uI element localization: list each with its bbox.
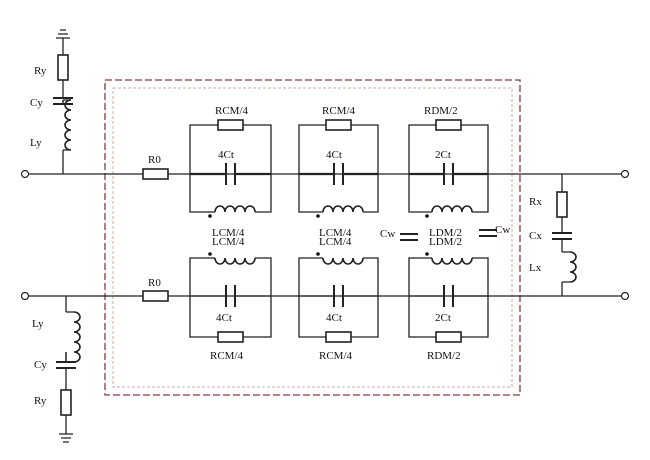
label-cw-right: Cw <box>495 224 510 236</box>
label-block2-bot-c: 4Ct <box>326 312 342 324</box>
label-ly-top: Ly <box>30 137 42 149</box>
label-block3-top-r: RDM/2 <box>424 105 458 117</box>
label-ry-bottom: Ry <box>34 395 47 407</box>
label-block3-bot-c: 2Ct <box>435 312 451 324</box>
block3-bottom-resistor <box>435 331 462 343</box>
block3-bottom-inductor <box>431 257 473 265</box>
block1-bottom-resistor <box>217 331 244 343</box>
block-3 <box>400 119 497 343</box>
label-block2-top-r: RCM/4 <box>322 105 356 117</box>
block2-bottom-capacitor <box>333 285 344 307</box>
block3-top-capacitor <box>443 163 454 185</box>
label-cy-bottom: Cy <box>34 359 47 371</box>
label-block3-l-b: LDM/2 <box>429 236 462 248</box>
label-ry-top: Ry <box>34 65 47 77</box>
lx-inductor <box>569 251 577 283</box>
label-cx: Cx <box>529 230 542 242</box>
r0-bottom-resistor <box>142 290 169 302</box>
label-r0-bottom: R0 <box>148 277 161 289</box>
y-branch-top <box>53 29 73 174</box>
r0-top-resistor <box>142 168 169 180</box>
cx-capacitor <box>552 232 572 240</box>
block2-bottom-resistor <box>325 331 352 343</box>
cw-left-capacitor <box>400 233 418 241</box>
label-block1-top-c: 4Ct <box>218 149 234 161</box>
ry-top-resistor <box>57 54 69 81</box>
block1-top-capacitor <box>225 163 236 185</box>
block3-bottom-capacitor <box>443 285 454 307</box>
rx-resistor <box>556 191 568 218</box>
y-branch-bottom <box>56 296 81 443</box>
ground-bottom <box>59 433 73 443</box>
label-block2-bot-r: RCM/4 <box>319 350 353 362</box>
block2-bottom-inductor <box>322 257 364 265</box>
label-block3-top-c: 2Ct <box>435 149 451 161</box>
block3-top-inductor <box>431 205 473 213</box>
label-ly-bottom: Ly <box>32 318 44 330</box>
block1-top-resistor <box>217 119 244 131</box>
block1-bottom-inductor <box>214 257 256 265</box>
label-cw-left: Cw <box>380 228 395 240</box>
block1-top-inductor <box>214 205 256 213</box>
ground-top <box>56 29 70 39</box>
label-rx: Rx <box>529 196 542 208</box>
label-block2-l-a: LCM/4 <box>319 227 352 239</box>
label-block1-bot-c: 4Ct <box>216 312 232 324</box>
terminal-bottom-right <box>620 291 630 301</box>
label-r0-top: R0 <box>148 154 161 166</box>
block2-top-inductor <box>322 205 364 213</box>
terminal-top-right <box>620 169 630 179</box>
label-block1-bot-r: RCM/4 <box>210 350 244 362</box>
label-block2-l-b: LCM/4 <box>319 236 352 248</box>
ly-bottom-inductor <box>73 311 81 363</box>
labels: Ry Cy Ly R0 R0 Rx Cx Lx Ly Cy Ry Cw Cw R… <box>30 65 542 407</box>
label-block1-top-r: RCM/4 <box>215 105 249 117</box>
cw-right-capacitor <box>479 229 497 237</box>
cy-bottom-capacitor <box>56 361 76 369</box>
label-block3-bot-r: RDM/2 <box>427 350 461 362</box>
label-block3-l-a: LDM/2 <box>429 227 462 239</box>
ry-bottom-resistor <box>60 389 72 416</box>
enclosure <box>104 79 521 396</box>
block-1 <box>189 119 272 343</box>
label-block1-l-b: LCM/4 <box>212 236 245 248</box>
x-branch <box>552 174 577 296</box>
label-cy-top: Cy <box>30 97 43 109</box>
label-block1-l-a: LCM/4 <box>212 227 245 239</box>
block1-bottom-capacitor <box>225 285 236 307</box>
block-2 <box>298 119 379 343</box>
block3-top-resistor <box>435 119 462 131</box>
terminal-top-left <box>20 169 30 179</box>
label-block2-top-c: 4Ct <box>326 149 342 161</box>
label-lx: Lx <box>529 262 542 274</box>
terminal-bottom-left <box>20 291 30 301</box>
block2-top-resistor <box>325 119 352 131</box>
block2-top-capacitor <box>333 163 344 185</box>
ly-top-inductor <box>64 99 72 151</box>
